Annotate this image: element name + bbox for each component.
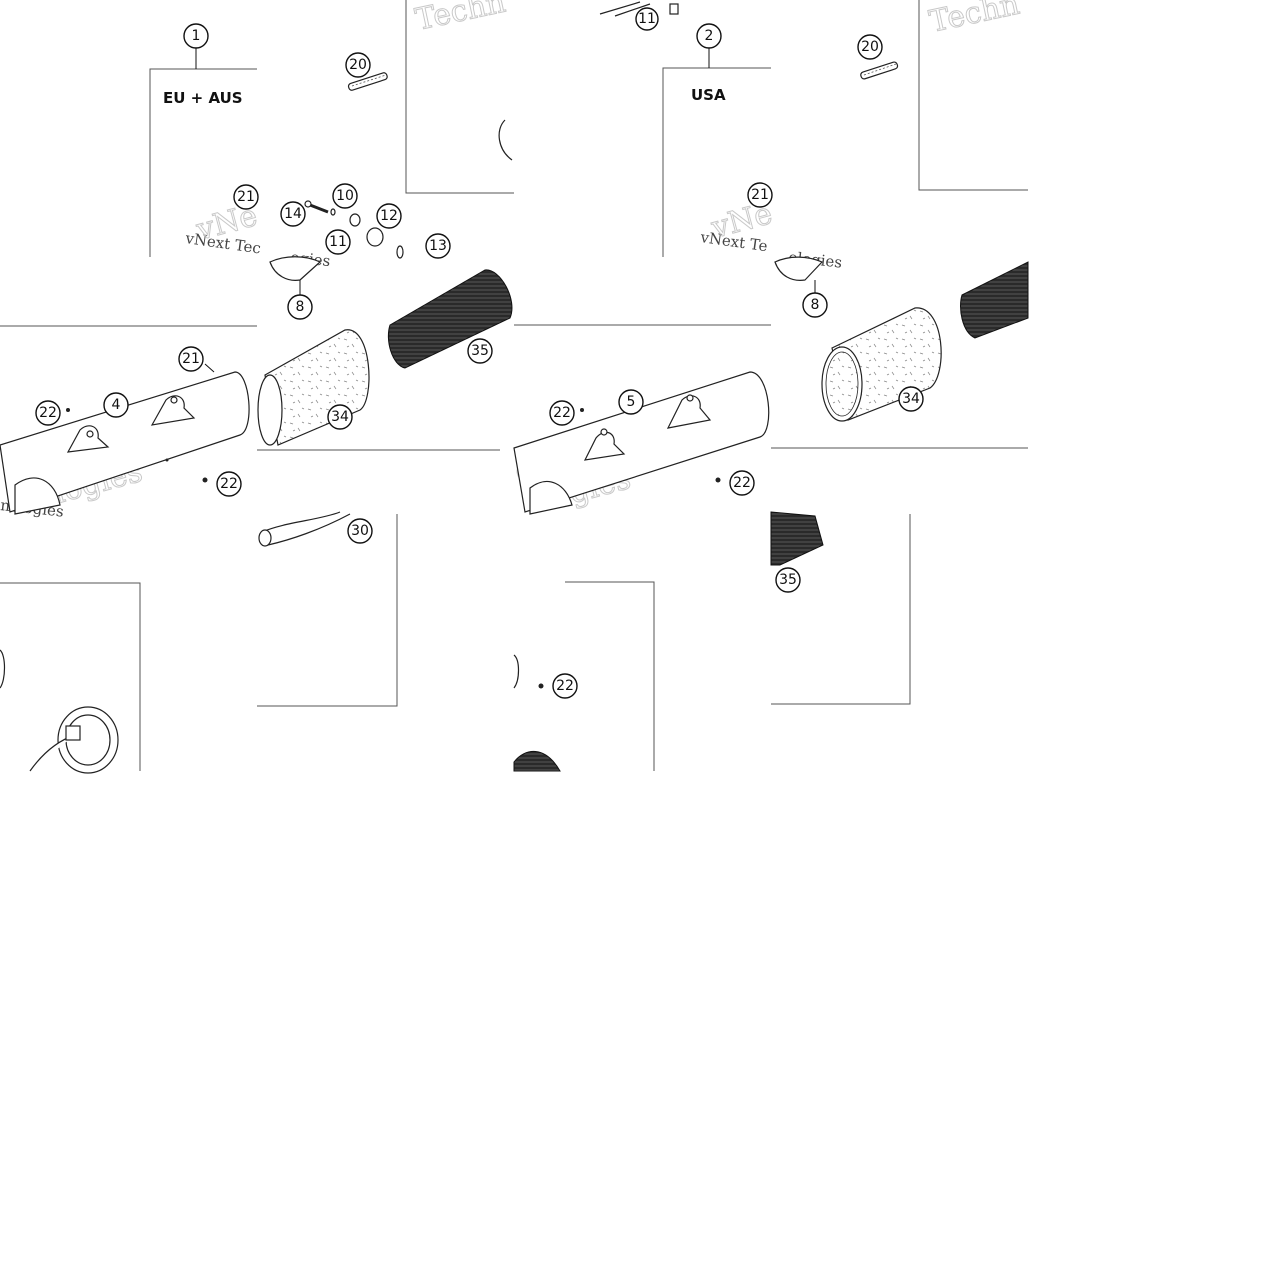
callout-circle (696, 23, 722, 49)
callout: 22 (552, 673, 578, 699)
callout-label: 22 (220, 476, 238, 492)
frame-line (918, 0, 1028, 191)
callout-label: 35 (779, 572, 797, 588)
callout: 30 (347, 518, 373, 544)
sleeve-part (396, 245, 404, 259)
panel-usa: 2 USA Techn vNext Te vNe ologies ext ogi… (511, 0, 1029, 772)
end-cap-part (29, 706, 119, 774)
callout-label: 22 (39, 405, 57, 421)
callout: 34 (327, 404, 353, 430)
callout-label: 21 (182, 351, 200, 367)
callout: 10 (332, 183, 358, 209)
callout: 4 (103, 392, 129, 418)
washer-part (349, 213, 361, 227)
bolt-part (304, 200, 329, 214)
callout: 21 (178, 346, 215, 373)
screw-part (580, 408, 584, 412)
frame-line (149, 68, 257, 257)
callout: 11 (325, 229, 351, 255)
insulation-wrap (257, 329, 370, 446)
spring-part (860, 61, 899, 80)
washer-part (330, 208, 336, 216)
edge-fragment (513, 654, 520, 689)
mesh-part (960, 261, 1029, 339)
screw-part (715, 477, 721, 483)
frame-line (771, 514, 911, 705)
callout: 22 (729, 470, 755, 496)
tube-part (261, 511, 351, 546)
callout: 35 (467, 338, 493, 364)
callout-label: 11 (638, 11, 656, 27)
callout: 35 (775, 567, 801, 593)
callout: 22 (35, 400, 61, 426)
callout-label: 21 (751, 187, 769, 203)
callout-label: 22 (553, 405, 571, 421)
frame-line (662, 67, 771, 257)
callout: 34 (898, 386, 924, 412)
callout: 21 (233, 184, 259, 210)
edge-fragment (0, 649, 6, 689)
insulation-wrap (821, 307, 942, 422)
edge-fragment (599, 1, 651, 17)
callout-label: 20 (349, 57, 367, 73)
callout-circle (183, 23, 209, 49)
callout: 20 (857, 34, 883, 60)
region-label: USA (691, 86, 726, 104)
flange-part (774, 256, 824, 281)
spring-part (347, 72, 388, 91)
callout-label: 22 (733, 475, 751, 491)
flange-part (269, 256, 322, 281)
callout: 20 (345, 52, 371, 78)
watermark: Techn (926, 0, 1022, 40)
callout-label: 34 (902, 391, 920, 407)
silencer-body (0, 371, 250, 515)
silencer-body (513, 371, 770, 515)
callout-label: 5 (627, 394, 636, 410)
callout: 22 (549, 400, 575, 426)
watermark: Techn (412, 0, 508, 38)
callout-label: 20 (861, 39, 879, 55)
mesh-part (387, 269, 513, 369)
callout: 14 (280, 201, 306, 227)
callout-label: 30 (351, 523, 369, 539)
callout-label: 34 (331, 409, 349, 425)
region-label: EU + AUS (163, 89, 243, 107)
callout-label: 1 (192, 28, 201, 44)
callout: 11 (635, 7, 659, 31)
callout-label: 8 (811, 297, 820, 313)
callout: 8 (802, 280, 828, 318)
frame-line (0, 582, 141, 771)
callout: 5 (618, 389, 644, 415)
callout-label: 14 (284, 206, 302, 222)
edge-fragment (669, 3, 679, 15)
callout-label: 8 (296, 299, 305, 315)
callout-label: 11 (329, 234, 347, 250)
callout-label: 10 (336, 188, 354, 204)
callout-label: 22 (556, 678, 574, 694)
tube-end (258, 529, 272, 547)
panel-eu-aus: 1 EU + AUS Techn vNext Tec vNe ogies ext… (0, 0, 514, 774)
callout-label: 13 (429, 238, 447, 254)
screw-part (538, 683, 544, 689)
screw-part (66, 408, 70, 412)
callout: 12 (376, 203, 402, 229)
mesh-part (513, 750, 561, 772)
callout-label: 21 (237, 189, 255, 205)
callout-label: 2 (705, 28, 714, 44)
frame-line (257, 514, 398, 707)
edge-fragment (498, 119, 513, 161)
mesh-part (770, 511, 824, 566)
grommet-part (366, 227, 384, 247)
callout-label: 4 (112, 397, 121, 413)
frame-line (405, 0, 514, 194)
callout: 22 (216, 471, 242, 497)
frame-line (565, 581, 655, 771)
screw-part (202, 477, 208, 483)
callout: 8 (287, 280, 313, 320)
callout: 21 (747, 182, 773, 208)
callout-label: 35 (471, 343, 489, 359)
callout-label: 12 (380, 208, 398, 224)
callout: 13 (425, 233, 451, 259)
